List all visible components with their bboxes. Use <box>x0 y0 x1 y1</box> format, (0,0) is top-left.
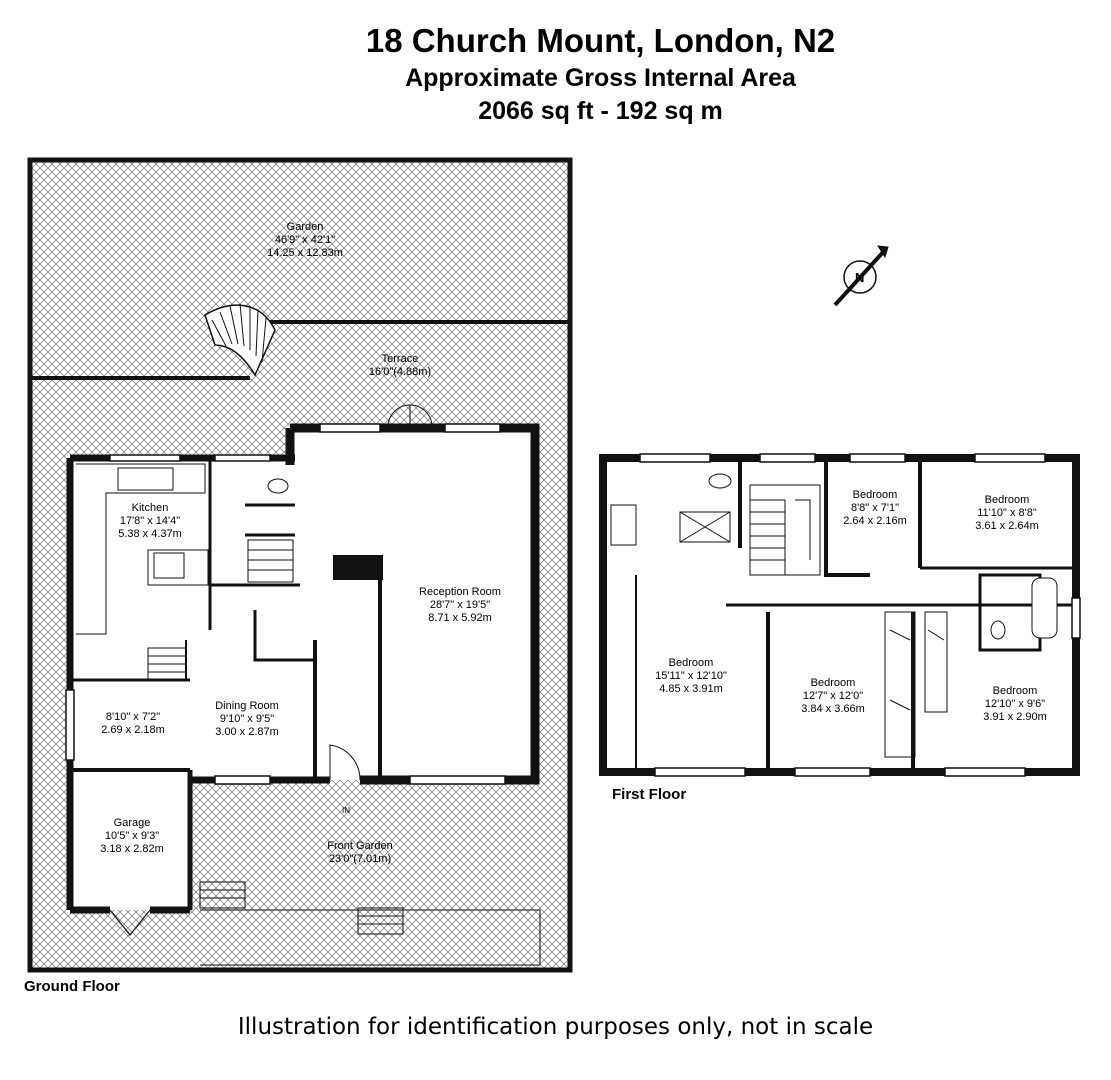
disclaimer: Illustration for identification purposes… <box>237 1014 874 1040</box>
terrace-french-doors <box>387 404 433 429</box>
room-label-bedroom-ne: Bedroom 11'10" x 8'8" 3.61 x 2.64m <box>952 494 1062 533</box>
bed-ne-imperial: 11'10" x 8'8" <box>977 507 1037 519</box>
first-windows <box>639 453 1081 777</box>
garden-imperial: 46'9" x 42'1" <box>274 234 336 246</box>
room-label-terrace: Terrace 16'0"(4.88m) <box>345 353 455 379</box>
page-subtitle: Approximate Gross Internal Area <box>405 64 796 92</box>
dining-imperial: 9'10" x 9'5" <box>219 713 275 725</box>
ground-floor-label: Ground Floor <box>24 978 120 995</box>
kitchen-name: Kitchen <box>131 502 169 514</box>
bed-main-name: Bedroom <box>668 657 714 669</box>
front-garden-name: Front Garden <box>327 840 393 852</box>
garage-imperial: 10'5" x 9'3" <box>104 830 160 842</box>
steps-lines <box>211 303 267 363</box>
room-label-kitchen: Kitchen 17'8" x 14'4" 5.38 x 4.37m <box>95 502 205 541</box>
utility-imperial: 8'10" x 7'2" <box>105 711 161 723</box>
bed-mid-metric: 3.84 x 3.66m <box>801 703 865 715</box>
first-floor-label: First Floor <box>612 786 687 803</box>
bed-main-imperial: 15'11" x 12'10" <box>655 670 727 682</box>
room-label-utility: 8'10" x 7'2" 2.69 x 2.18m <box>78 711 188 737</box>
dining-metric: 3.00 x 2.87m <box>215 726 279 738</box>
room-label-bedroom-mid: Bedroom 12'7" x 12'0" 3.84 x 3.66m <box>778 677 888 716</box>
garden-boundary <box>27 157 573 973</box>
front-garden-size: 23'0"(7.01m) <box>328 853 392 865</box>
reception-imperial: 28'7" x 19'5" <box>429 599 491 611</box>
ground-wc <box>267 478 289 494</box>
room-label-reception: Reception Room 28'7" x 19'5" 8.71 x 5.92… <box>405 586 515 625</box>
first-wardrobes <box>884 611 948 758</box>
terrace-divider <box>30 320 570 380</box>
ground-windows <box>65 423 506 785</box>
bed-mid-name: Bedroom <box>810 677 856 689</box>
room-label-bedroom-main: Bedroom 15'11" x 12'10" 4.85 x 3.91m <box>636 657 746 696</box>
bed-small-metric: 2.64 x 2.16m <box>843 515 907 527</box>
fireplace <box>333 555 383 580</box>
garage-name: Garage <box>113 817 151 829</box>
room-label-dining: Dining Room 9'10" x 9'5" 3.00 x 2.87m <box>192 700 302 739</box>
bed-se-metric: 3.91 x 2.90m <box>983 711 1047 723</box>
first-stairs <box>749 484 821 576</box>
compass-label: N <box>855 270 865 285</box>
first-floor-walls <box>599 454 1080 776</box>
bed-mid-imperial: 12'7" x 12'0" <box>802 690 864 702</box>
house-west-interior <box>70 458 295 780</box>
kitchen-imperial: 17'8" x 14'4" <box>119 515 181 527</box>
terrace-size: 16'0"(4.88m) <box>368 366 432 378</box>
bed-small-name: Bedroom <box>852 489 898 501</box>
garden-metric: 14.25 x 12.83m <box>267 247 343 259</box>
dining-name: Dining Room <box>215 700 279 712</box>
utility-metric: 2.69 x 2.18m <box>101 724 165 736</box>
room-label-front-garden: Front Garden 23'0"(7.01m) <box>305 840 415 866</box>
kitchen-fittings <box>76 463 209 635</box>
entrance-marker: IN <box>342 806 350 815</box>
reception-metric: 8.71 x 5.92m <box>428 612 492 624</box>
bed-ne-metric: 3.61 x 2.64m <box>975 520 1039 532</box>
page-title: 18 Church Mount, London, N2 <box>365 22 836 59</box>
garage-metric: 3.18 x 2.82m <box>100 843 164 855</box>
house-main-interior <box>290 428 535 780</box>
terrace-name: Terrace <box>381 353 419 365</box>
front-garden-border <box>200 909 541 966</box>
garage-doors <box>109 909 151 936</box>
reception-name: Reception Room <box>419 586 501 598</box>
garage-interior <box>70 770 190 910</box>
bed-main-metric: 4.85 x 3.91m <box>659 683 723 695</box>
bed-se-imperial: 12'10" x 9'6" <box>984 698 1046 710</box>
room-label-bedroom-se: Bedroom 12'10" x 9'6" 3.91 x 2.90m <box>960 685 1070 724</box>
kitchen-metric: 5.38 x 4.37m <box>118 528 182 540</box>
bed-se-name: Bedroom <box>992 685 1038 697</box>
room-label-garden: Garden 46'9" x 42'1" 14.25 x 12.83m <box>250 221 360 260</box>
area-summary: 2066 sq ft - 192 sq m <box>478 97 723 125</box>
room-label-garage: Garage 10'5" x 9'3" 3.18 x 2.82m <box>77 817 187 856</box>
garden-name: Garden <box>286 221 324 233</box>
bed-small-imperial: 8'8" x 7'1" <box>850 502 900 514</box>
bed-ne-name: Bedroom <box>984 494 1030 506</box>
room-label-bedroom-small: Bedroom 8'8" x 7'1" 2.64 x 2.16m <box>820 489 930 528</box>
first-bathroom-fittings <box>610 473 1058 640</box>
front-door <box>329 744 361 781</box>
compass-rose <box>833 245 889 307</box>
ground-stairs <box>147 539 404 935</box>
